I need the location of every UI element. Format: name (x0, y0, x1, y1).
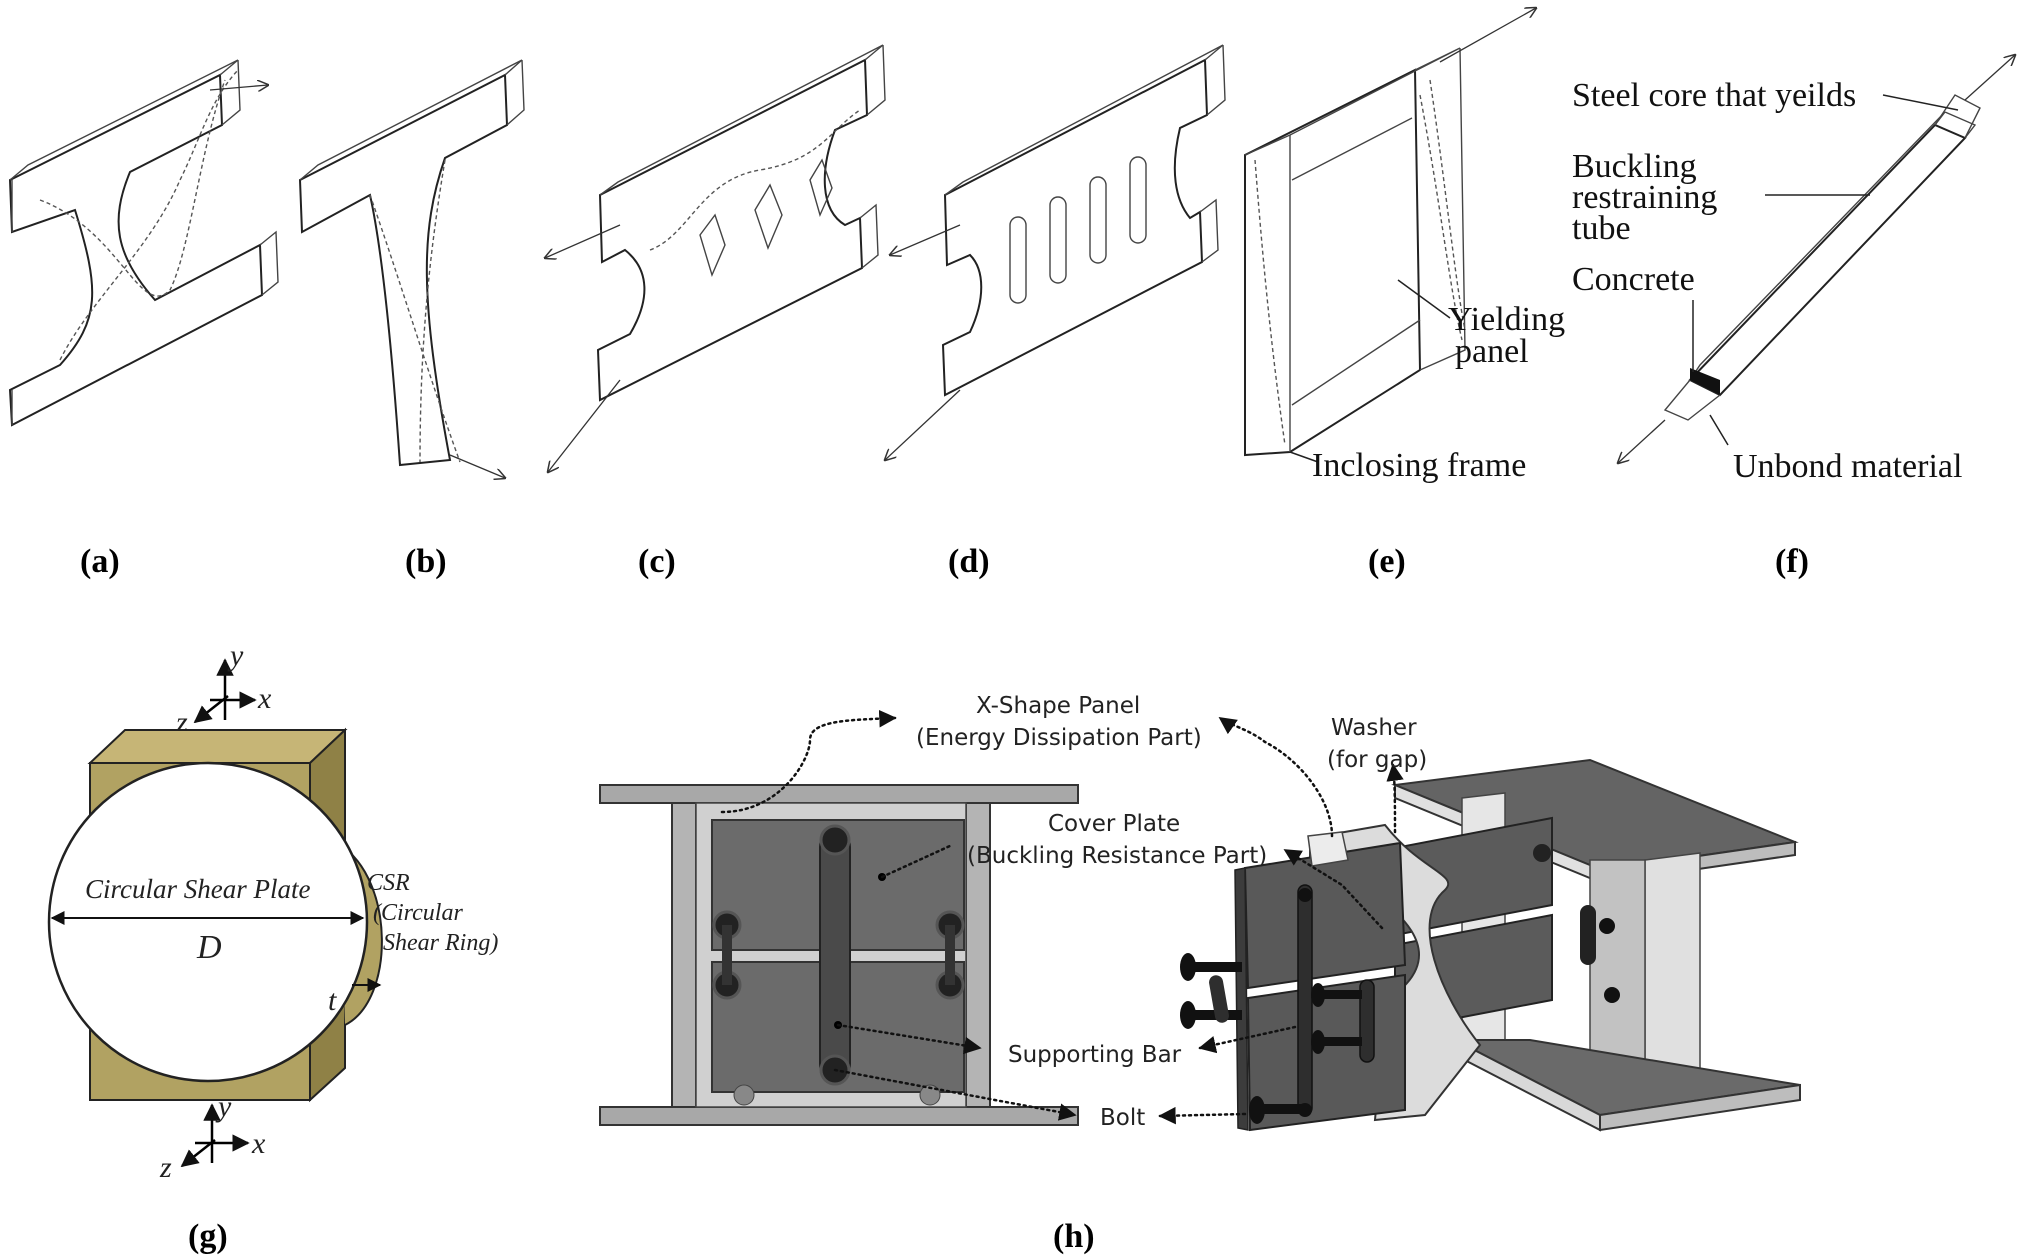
label-x-shape-panel: X-Shape Panel (976, 693, 1140, 719)
label-circular-shear-plate: Circular Shear Plate (85, 874, 310, 904)
label-enclosing-frame: Inclosing frame (1312, 447, 1526, 484)
panel-label-h: (h) (1053, 1218, 1095, 1255)
panel-label-d: (d) (948, 543, 990, 580)
panel-label-b: (b) (405, 543, 447, 580)
label-supporting-bar: Supporting Bar (1008, 1042, 1182, 1068)
axis-label-x-bottom: x (251, 1127, 266, 1160)
label-buckling-resistance-part: (Buckling Resistance Part) (967, 843, 1267, 869)
label-buckling-tube-1: Buckling (1572, 148, 1697, 185)
label-bolt: Bolt (1100, 1105, 1145, 1131)
panel-label-e: (e) (1368, 543, 1406, 580)
bolts-left (1180, 953, 1362, 1124)
axis-label-z-bottom: z (159, 1151, 172, 1184)
label-csr-2: (Circular (373, 900, 463, 926)
label-csr-1: CSR (367, 870, 410, 896)
label-concrete: Concrete (1572, 261, 1695, 298)
axis-label-x-top: x (257, 682, 272, 715)
label-for-gap: (for gap) (1327, 747, 1427, 773)
isometric-exploded-view (1180, 758, 1801, 1132)
leader-lines (720, 709, 1404, 1125)
panel-c-diamond-slit-damper (545, 44, 886, 472)
axis-label-y-bottom: y (215, 1090, 232, 1123)
front-view (599, 784, 1079, 1126)
label-steel-core: Steel core that yeilds (1572, 77, 1856, 114)
label-cover-plate: Cover Plate (1048, 811, 1180, 837)
label-buckling-tube-3: tube (1572, 210, 1631, 247)
axis-triad-bottom: x y z (159, 1090, 266, 1184)
label-energy-dissipation-part: (Energy Dissipation Part) (916, 725, 1202, 751)
panel-label-f: (f) (1775, 543, 1809, 580)
axis-label-y-top: y (227, 639, 244, 672)
label-buckling-tube-2: restraining (1572, 179, 1717, 216)
label-unbond-material: Unbond material (1733, 448, 1962, 485)
panel-e-shear-panel-damper: Yielding panel Inclosing frame (1244, 8, 1565, 484)
panel-f-buckling-restrained-brace: Steel core that yeilds Buckling restrain… (1572, 55, 2015, 485)
axis-triad-top: x y z (175, 639, 272, 739)
panel-label-c: (c) (638, 543, 676, 580)
label-yielding-panel-2: panel (1455, 333, 1529, 370)
panel-a-x-shaped-damper (8, 59, 279, 427)
panel-g-circular-shear-ring: x y z Circular Shear Plate D t CSR (Circ… (47, 639, 498, 1184)
panel-h-x-shape-damper-assembly: X-Shape Panel (Energy Dissipation Part) … (599, 693, 1801, 1132)
panel-label-a: (a) (80, 543, 120, 580)
label-csr-3: Shear Ring) (383, 930, 498, 956)
label-yielding-panel: Yielding (1448, 301, 1565, 338)
panel-d-slit-damper (885, 44, 1226, 460)
label-washer: Washer (1331, 715, 1417, 741)
panel-label-g: (g) (188, 1218, 228, 1255)
panel-b-triangular-damper (298, 59, 525, 478)
label-thickness-t: t (328, 984, 337, 1017)
label-diameter-D: D (196, 929, 222, 966)
